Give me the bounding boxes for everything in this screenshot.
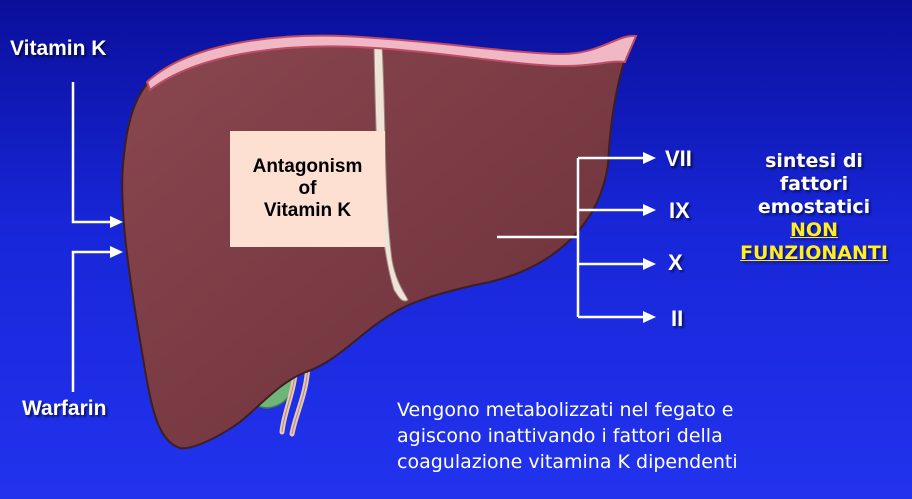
synthesis-text: sintesi di fattori emostatici NON FUNZIO… (716, 150, 912, 265)
description-line3: coagulazione vitamina K dipendenti (397, 449, 907, 475)
vitamin-k-label: Vitamin K (10, 37, 106, 61)
factor-x-label: X (668, 250, 683, 276)
vitamin-k-arrow-icon (110, 216, 123, 228)
warfarin-arrow-icon (110, 246, 123, 258)
vitamin-k-line (73, 82, 112, 222)
synthesis-line1: sintesi di (716, 150, 912, 173)
synthesis-line3: emostatici (716, 196, 912, 219)
warfarin-label: Warfarin (22, 397, 106, 421)
description-line2: agiscono inattivando i fattori della (397, 423, 907, 449)
factor-arrow-icons (643, 152, 656, 323)
antagonism-box: Antagonism of Vitamin K (230, 131, 385, 247)
antagonism-box-line2: of (299, 178, 317, 200)
synthesis-non: NON (716, 219, 912, 242)
description-line1: Vengono metabolizzati nel fegato e (397, 397, 907, 423)
factor-ix-label: IX (669, 198, 690, 224)
factor-vii-label: VII (665, 146, 692, 172)
description-text: Vengono metabolizzati nel fegato e agisc… (397, 397, 907, 475)
warfarin-line (73, 252, 112, 392)
factor-ii-label: II (671, 306, 683, 332)
synthesis-line2: fattori (716, 173, 912, 196)
antagonism-box-line1: Antagonism (253, 156, 363, 178)
synthesis-funzionanti: FUNZIONANTI (716, 242, 912, 265)
antagonism-box-line3: Vitamin K (264, 200, 351, 222)
